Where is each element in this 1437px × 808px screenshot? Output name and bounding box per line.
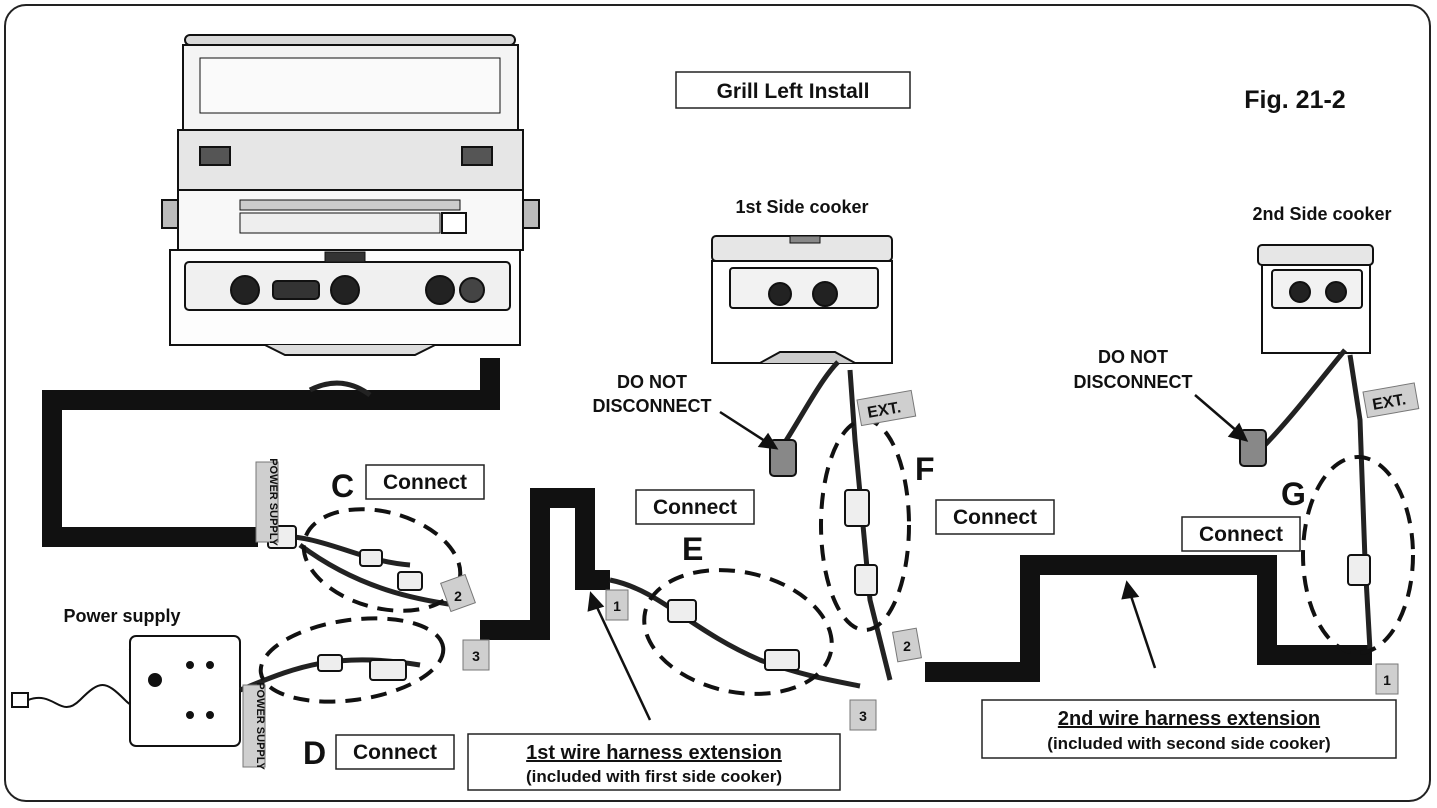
tag-ext-1 bbox=[856, 389, 917, 427]
tag-number-text: 1 bbox=[1383, 672, 1391, 688]
tag-power-supply-bottom bbox=[242, 684, 266, 768]
harness-conduits bbox=[42, 358, 1372, 682]
connection-letter-c: C bbox=[331, 468, 354, 504]
harness-1-title: 1st wire harness extension bbox=[526, 742, 782, 764]
ellipse-g bbox=[1301, 455, 1415, 655]
label-boxes bbox=[335, 71, 1397, 791]
connect-box-d bbox=[335, 734, 455, 770]
connector-blocks bbox=[267, 429, 1371, 681]
warning-right-line1: DO NOT bbox=[1098, 347, 1168, 367]
grill-illustration bbox=[161, 34, 540, 356]
connect-box-f bbox=[935, 499, 1055, 535]
second-extension-conduit bbox=[925, 555, 1372, 682]
tag-number-text: 3 bbox=[859, 708, 867, 724]
connect-box-g bbox=[1181, 516, 1301, 552]
tags bbox=[242, 382, 1420, 768]
tag-power-supply-top bbox=[255, 461, 279, 543]
side-cooker-1-label: 1st Side cooker bbox=[735, 197, 868, 217]
connection-letter-e: E bbox=[682, 531, 703, 567]
figure-number: Fig. 21-2 bbox=[1244, 86, 1345, 114]
tag-number-text: 2 bbox=[903, 638, 911, 654]
harness-2-note: (included with second side cooker) bbox=[1047, 734, 1330, 753]
tag-ext-2 bbox=[1362, 382, 1420, 419]
harness-2-title: 2nd wire harness extension bbox=[1058, 708, 1320, 730]
warning-left-line2: DISCONNECT bbox=[592, 396, 711, 416]
tag-ext-1-text: EXT. bbox=[866, 399, 902, 422]
harness-2-box bbox=[981, 699, 1397, 759]
connect-box-e bbox=[635, 489, 755, 525]
pointer-arrows bbox=[587, 394, 1249, 721]
main-harness-loop bbox=[42, 358, 500, 547]
connection-letter-d: D bbox=[303, 735, 326, 771]
power-supply-label: Power supply bbox=[63, 606, 180, 626]
first-extension-conduit bbox=[480, 488, 610, 640]
tag-number-text: 3 bbox=[472, 648, 480, 664]
warning-right-line2: DISCONNECT bbox=[1073, 372, 1192, 392]
side-cooker-1-illustration bbox=[711, 235, 893, 364]
connection-label-d: Connect bbox=[353, 741, 437, 764]
figure-frame bbox=[4, 4, 1431, 802]
connection-label-f: Connect bbox=[953, 506, 1037, 529]
harness-1-box bbox=[467, 733, 841, 791]
side-cooker-2-illustration bbox=[1257, 244, 1374, 354]
ellipse-e bbox=[642, 568, 834, 696]
tag-number-text: 2 bbox=[454, 588, 462, 604]
title-box bbox=[675, 71, 911, 109]
connection-label-e: Connect bbox=[653, 496, 737, 519]
warning-left-line1: DO NOT bbox=[617, 372, 687, 392]
connection-label-c: Connect bbox=[383, 471, 467, 494]
side-cooker-2-label: 2nd Side cooker bbox=[1252, 204, 1391, 224]
tag-power-supply-bottom-text: POWER SUPPLY bbox=[254, 682, 266, 770]
ellipse-d bbox=[258, 616, 446, 704]
connect-box-c bbox=[365, 464, 485, 500]
connection-letter-f: F bbox=[915, 451, 935, 487]
tag-power-supply-top-text: POWER SUPPLY bbox=[267, 458, 279, 546]
tag-ext-2-text: EXT. bbox=[1371, 391, 1407, 414]
tag-number-text: 1 bbox=[613, 598, 621, 614]
connection-label-g: Connect bbox=[1199, 523, 1283, 546]
connection-letter-g: G bbox=[1281, 476, 1306, 512]
harness-1-note: (included with first side cooker) bbox=[526, 767, 782, 786]
diagram-title: Grill Left Install bbox=[717, 80, 870, 103]
power-supply-box bbox=[11, 635, 241, 747]
